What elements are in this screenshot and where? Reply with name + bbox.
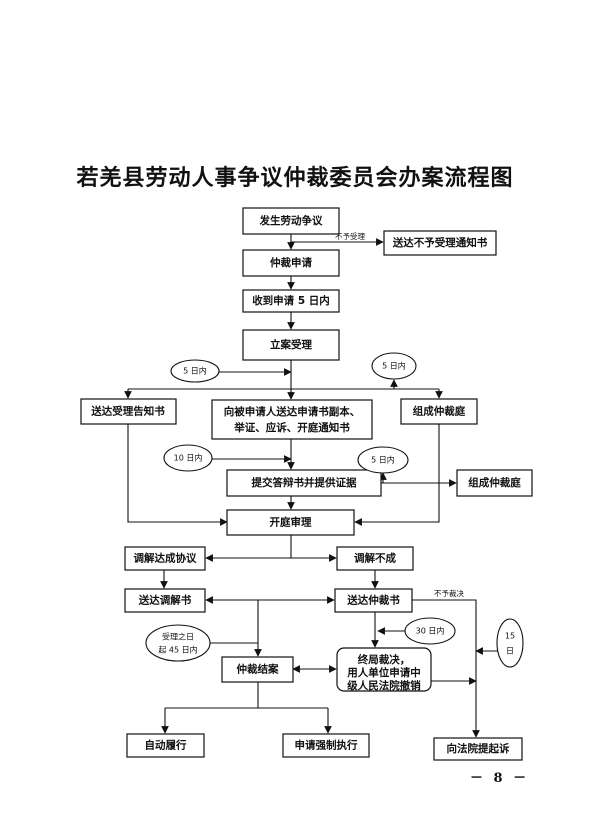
flow-connectors — [124, 234, 498, 738]
box-reject-notice: 送达不予受理通知书 — [383, 230, 497, 256]
svg-text:受理之日: 受理之日 — [162, 632, 194, 642]
svg-text:向被申请人送达申请书副本、: 向被申请人送达申请书副本、 — [224, 405, 361, 418]
box-tribunal: 组成仲裁庭 — [400, 398, 478, 425]
svg-text:立案受理: 立案受理 — [270, 338, 312, 351]
page-number: － 8 － — [470, 771, 530, 786]
box-award-doc: 送达仲裁书 — [334, 588, 413, 613]
svg-text:组成仲裁庭: 组成仲裁庭 — [413, 405, 466, 418]
oval-5day-right: 5 日内 — [371, 352, 417, 380]
svg-text:送达仲裁书: 送达仲裁书 — [346, 594, 400, 607]
box-sue: 向法院提起诉 — [433, 737, 523, 761]
svg-text:组成仲裁庭: 组成仲裁庭 — [468, 476, 521, 489]
svg-text:收到申请 5 日内: 收到申请 5 日内 — [252, 294, 330, 307]
label-not-accepted: 不予受理 — [335, 231, 365, 241]
box-accept-notice: 送达受理告知书 — [80, 398, 177, 425]
box-defense: 提交答辩书并提供证据 — [226, 469, 382, 497]
svg-text:送达受理告知书: 送达受理告知书 — [90, 405, 165, 418]
svg-text:仲裁申请: 仲裁申请 — [270, 256, 312, 269]
box-apply: 仲裁申请 — [242, 249, 340, 277]
svg-text:向法院提起诉: 向法院提起诉 — [447, 742, 510, 755]
svg-text:调解不成: 调解不成 — [354, 552, 396, 565]
svg-text:调解达成协议: 调解达成协议 — [134, 552, 197, 565]
svg-text:开庭审理: 开庭审理 — [270, 516, 312, 529]
box-serve-documents: 向被申请人送达申请书副本、 举证、应诉、开庭通知书 — [211, 399, 373, 440]
label-not-award: 不予裁决 — [434, 588, 464, 598]
svg-text:5 日内: 5 日内 — [183, 366, 207, 376]
svg-text:送达调解书: 送达调解书 — [138, 594, 192, 607]
oval-5day-mid: 5 日内 — [357, 446, 409, 474]
arrow-award-to-sue — [412, 599, 480, 738]
oval-30day: 30 日内 — [404, 617, 456, 645]
box-hearing: 开庭审理 — [226, 509, 355, 536]
svg-text:5 日内: 5 日内 — [371, 455, 395, 465]
svg-text:送达不予受理通知书: 送达不予受理通知书 — [392, 236, 488, 249]
svg-text:举证、应诉、开庭通知书: 举证、应诉、开庭通知书 — [233, 421, 350, 434]
box-mediation-doc: 送达调解书 — [124, 588, 206, 613]
box-close: 仲裁结案 — [221, 656, 294, 683]
box-tribunal-2: 组成仲裁庭 — [456, 469, 533, 497]
oval-10day: 10 日内 — [163, 444, 213, 472]
svg-text:级人民法院撤销: 级人民法院撤销 — [347, 679, 421, 692]
svg-text:发生劳动争议: 发生劳动争议 — [259, 214, 323, 227]
svg-text:自动履行: 自动履行 — [145, 739, 187, 752]
svg-text:起 45 日内: 起 45 日内 — [158, 645, 197, 655]
oval-5day-left: 5 日内 — [170, 359, 220, 383]
arrow-to-mediation-ok — [205, 535, 292, 562]
box-enforce: 申请强制执行 — [282, 733, 370, 758]
box-auto-perform: 自动履行 — [126, 733, 205, 758]
svg-text:申请强制执行: 申请强制执行 — [295, 739, 358, 752]
arrow-tribunal-to-hearing — [354, 424, 440, 526]
oval-15day: 15 日 — [496, 618, 524, 668]
svg-text:5 日内: 5 日内 — [382, 361, 406, 371]
svg-text:日: 日 — [506, 647, 514, 656]
arrow-notice-to-hearing — [127, 424, 228, 526]
svg-text:仲裁结案: 仲裁结案 — [237, 663, 279, 676]
box-final-award: 终局裁决， 用人单位申请中 级人民法院撤销 — [336, 647, 432, 692]
page-title: 若羌县劳动人事争议仲裁委员会办案流程图 — [76, 165, 514, 191]
svg-text:30 日内: 30 日内 — [416, 626, 445, 636]
svg-text:10 日内: 10 日内 — [174, 453, 203, 463]
box-mediation-fail: 调解不成 — [336, 546, 414, 571]
box-accept: 立案受理 — [242, 329, 340, 361]
svg-text:提交答辩书并提供证据: 提交答辩书并提供证据 — [252, 476, 357, 489]
svg-text:15: 15 — [505, 632, 515, 641]
oval-45day: 受理之日 起 45 日内 — [145, 624, 211, 662]
box-within5: 收到申请 5 日内 — [242, 289, 340, 313]
box-dispute: 发生劳动争议 — [242, 207, 340, 235]
box-mediation-ok: 调解达成协议 — [124, 546, 206, 571]
svg-text:用人单位申请中: 用人单位申请中 — [346, 666, 421, 679]
svg-text:终局裁决，: 终局裁决， — [358, 653, 411, 666]
